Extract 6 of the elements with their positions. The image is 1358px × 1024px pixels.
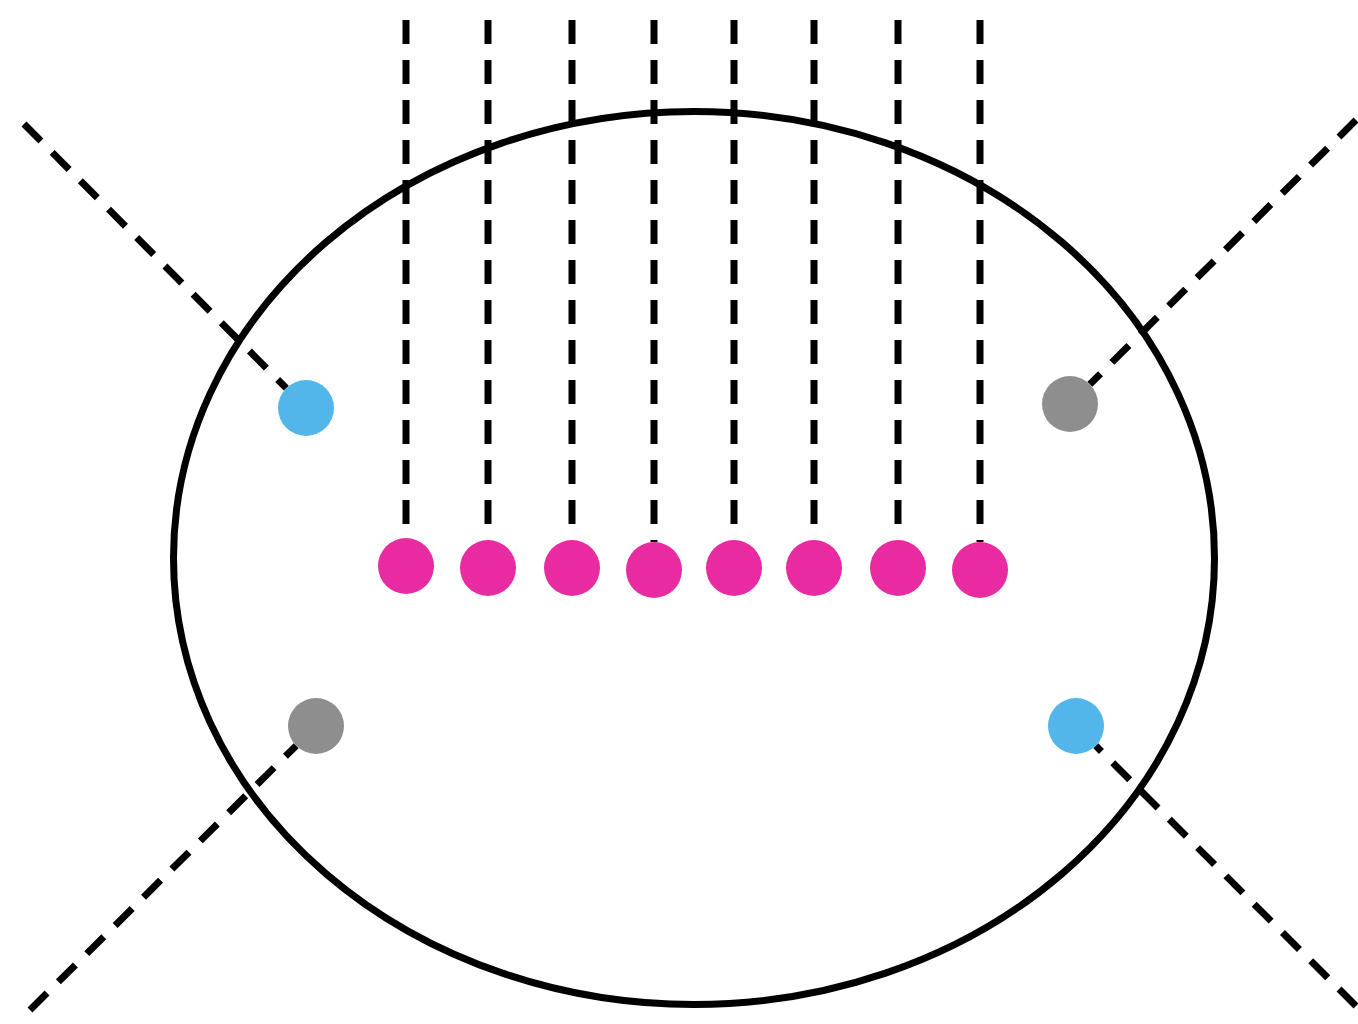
dashed-line: [21, 121, 289, 391]
dashed-line: [1087, 117, 1358, 387]
dashed-line: [27, 743, 299, 1013]
dashed-line: [1093, 743, 1358, 1009]
dashed-line: [650, 20, 658, 542]
dashed-line: [976, 20, 984, 542]
